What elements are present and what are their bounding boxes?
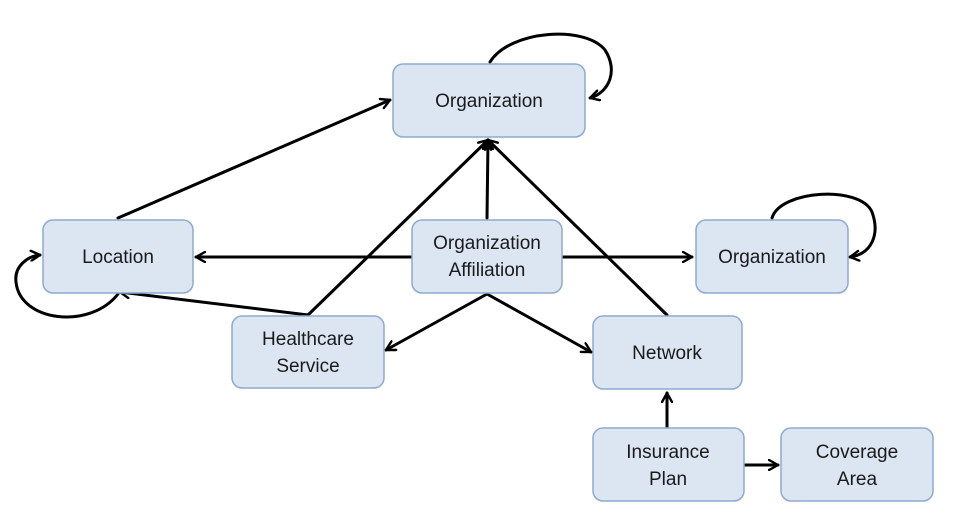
node-label-line-1: Insurance: [626, 442, 709, 463]
node-organization-top[interactable]: Organization: [392, 63, 586, 138]
node-label: Organization: [435, 91, 543, 112]
node-network[interactable]: Network: [592, 315, 743, 390]
edge-affiliation-to-network: [485, 292, 593, 354]
node-label-line-2: Service: [276, 356, 339, 377]
node-insurance-plan[interactable]: Insurance Plan: [592, 427, 745, 502]
edge-organization-right-self: [770, 192, 877, 257]
edge-network-to-organization-top: [486, 138, 669, 317]
edges: [14, 32, 877, 465]
edge-affiliation-to-organization-top: [487, 138, 488, 220]
node-label: Organization: [718, 247, 826, 268]
node-label-line-2: Affiliation: [449, 260, 526, 281]
nodes: Organization Location Organization Affil…: [42, 63, 934, 502]
node-label-line-1: Coverage: [816, 442, 898, 463]
edge-affiliation-to-healthcare-service: [384, 292, 489, 352]
node-label-line-1: Healthcare: [262, 329, 354, 350]
node-location[interactable]: Location: [42, 219, 194, 294]
node-organization-affiliation[interactable]: Organization Affiliation: [411, 219, 563, 294]
edge-location-to-organization-top: [116, 100, 392, 220]
node-label: Location: [82, 247, 154, 268]
edge-organization-top-self: [488, 32, 613, 98]
node-label: Network: [632, 343, 702, 364]
node-label-line-1: Organization: [433, 233, 541, 254]
edge-healthcare-service-to-location: [118, 292, 310, 317]
edge-healthcare-service-to-organization-top: [306, 138, 490, 317]
node-organization-right[interactable]: Organization: [695, 219, 849, 294]
node-healthcare-service[interactable]: Healthcare Service: [231, 315, 385, 389]
edge-location-self: [14, 255, 120, 319]
node-label-line-2: Area: [837, 469, 878, 490]
node-label-line-2: Plan: [649, 469, 687, 490]
node-coverage-area[interactable]: Coverage Area: [780, 427, 934, 502]
